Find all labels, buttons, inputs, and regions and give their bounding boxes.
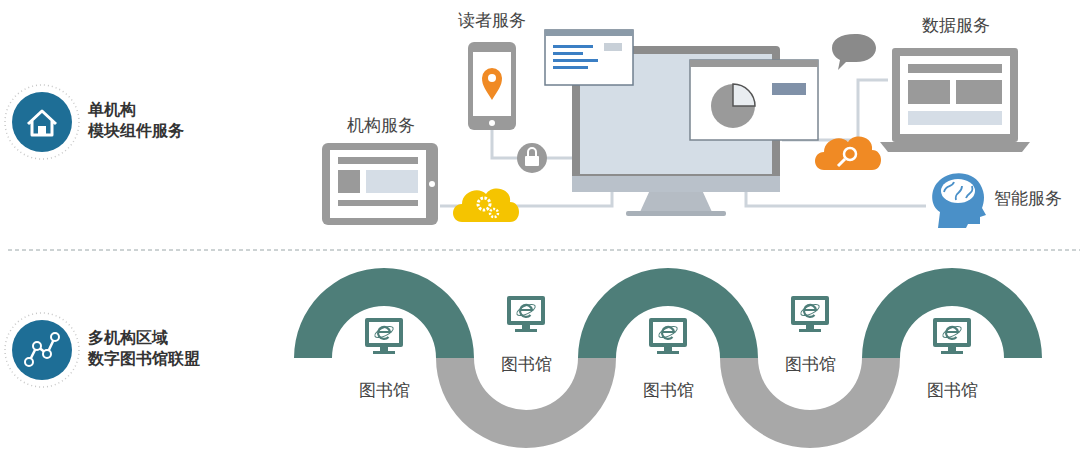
node-label: 图书馆	[491, 354, 561, 376]
speech-bubble	[832, 34, 876, 70]
ai-head: 智能服务	[928, 168, 1076, 230]
laptop: 数据服务	[880, 12, 1034, 154]
phone: 读者服务	[452, 8, 534, 132]
node-label: 数据服务	[880, 15, 1032, 37]
gear-cloud	[453, 188, 519, 222]
icon-circle: 多机构区域 数字图书馆联盟	[4, 310, 244, 392]
library-icon: 图书馆	[775, 296, 847, 391]
section-title: 单机构 模块组件服务	[88, 100, 208, 142]
arch-band	[294, 268, 474, 358]
node-label: 图书馆	[917, 380, 987, 402]
section-title: 多机构区域 数字图书馆联盟	[88, 328, 214, 370]
chart-window	[690, 60, 818, 140]
library-icon: 图书馆	[349, 318, 421, 413]
node-label: 机构服务	[322, 115, 440, 137]
library-icon: 图书馆	[491, 296, 563, 391]
search-cloud	[815, 136, 881, 170]
library-icon: 图书馆	[917, 318, 989, 413]
node-label: 图书馆	[349, 380, 419, 402]
node-label: 智能服务	[994, 188, 1072, 210]
node-label: 读者服务	[452, 10, 532, 32]
window	[545, 30, 633, 85]
divider	[8, 250, 1080, 251]
node-label: 图书馆	[775, 354, 845, 376]
lock-icon	[517, 143, 547, 173]
library-icon-shape	[491, 296, 561, 391]
tablet: 机构服务	[322, 113, 442, 227]
library-icon: 图书馆	[633, 318, 705, 413]
icon-circle: 单机构 模块组件服务	[4, 82, 244, 164]
arch-band	[578, 268, 758, 358]
node-label: 图书馆	[633, 380, 703, 402]
library-icon-shape	[775, 296, 845, 391]
arch-band	[862, 268, 1042, 358]
wave-band	[294, 268, 1042, 448]
wire	[746, 192, 926, 206]
